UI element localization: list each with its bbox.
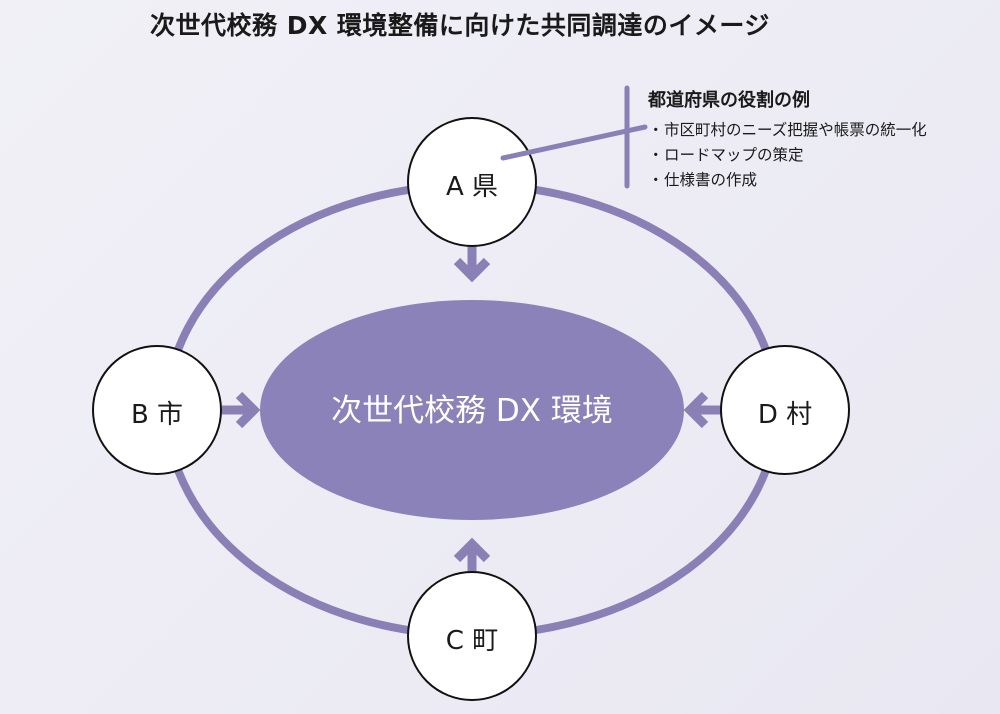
center-ellipse <box>260 300 684 520</box>
node-a-label: A 県 <box>445 172 499 202</box>
node-d-circle <box>720 345 850 475</box>
diagram-title: 次世代校務 DX 環境整備に向けた共同調達のイメージ <box>150 11 770 40</box>
center-label: 次世代校務 DX 環境 <box>331 393 613 429</box>
arrow-a-to-center <box>453 242 491 283</box>
node-d-label: D 村 <box>757 400 813 430</box>
node-b-label: B 市 <box>130 400 184 430</box>
bullet-icon: ・ <box>648 171 664 189</box>
node-b-circle <box>92 345 222 475</box>
node-c-label: C 町 <box>445 626 499 656</box>
arrow-b-to-center <box>222 391 261 429</box>
roles-item: ・ロードマップの策定 <box>648 143 927 168</box>
arrow-d-to-center <box>683 391 722 429</box>
bullet-icon: ・ <box>648 146 664 164</box>
roles-item: ・市区町村のニーズ把握や帳票の統一化 <box>648 118 927 143</box>
node-a-circle <box>407 117 537 247</box>
roles-callout: 都道府県の役割の例 ・市区町村のニーズ把握や帳票の統一化 ・ロードマップの策定 … <box>648 86 927 193</box>
roles-item: ・仕様書の作成 <box>648 168 927 193</box>
node-c-circle <box>407 571 537 701</box>
roles-title: 都道府県の役割の例 <box>648 90 810 111</box>
callout-leader <box>500 124 648 161</box>
bullet-icon: ・ <box>648 121 664 139</box>
